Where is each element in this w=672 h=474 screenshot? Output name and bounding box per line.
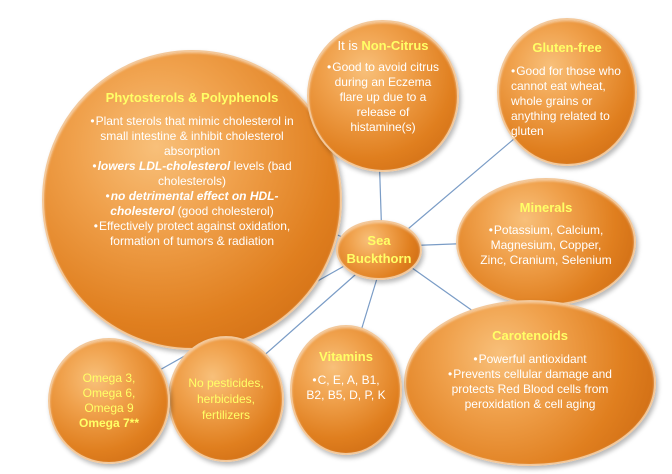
phytosterols-bullet-3: •no detrimental effect on HDL-cholestero… bbox=[105, 189, 279, 218]
non-citrus-bullet: •Good to avoid citrus during an Eczema f… bbox=[327, 60, 439, 134]
carotenoids-bullet-1: •Powerful antioxidant bbox=[473, 352, 587, 366]
non-citrus-list: •Good to avoid citrus during an Eczema f… bbox=[326, 60, 441, 135]
carotenoids-title: Carotenoids bbox=[492, 328, 568, 343]
omega-bubble: Omega 3, Omega 6, Omega 9 Omega 7** bbox=[48, 338, 170, 464]
gluten-free-list: •Good for those who cannot eat wheat, wh… bbox=[511, 64, 623, 139]
no-pesticides-text: No pesticides, herbicides, fertilizers bbox=[188, 376, 264, 422]
gluten-free-title: Gluten-free bbox=[532, 40, 602, 55]
omega-line-1: Omega 3, bbox=[82, 371, 136, 385]
sea-buckthorn-center: Sea Buckthorn bbox=[336, 220, 422, 280]
center-title-line1: Sea bbox=[367, 233, 391, 248]
phytosterols-bullet-2: •lowers LDL-cholesterol levels (bad chol… bbox=[92, 159, 292, 188]
non-citrus-bubble: It is Non-Citrus •Good to avoid citrus d… bbox=[307, 20, 459, 172]
minerals-list: •Potassium, Calcium, Magnesium, Copper, … bbox=[477, 223, 615, 268]
center-title-line2: Buckthorn bbox=[346, 251, 412, 266]
carotenoids-bullet-2: •Prevents cellular damage and protects R… bbox=[448, 367, 612, 411]
omega-line-2: Omega 6, bbox=[82, 386, 136, 400]
vitamins-list: •C, E, A, B1, B2, B5, D, P, K bbox=[306, 373, 386, 403]
phytosterols-bubble: Phytosterols & Polyphenols •Plant sterol… bbox=[42, 50, 342, 350]
phytosterols-title: Phytosterols & Polyphenols bbox=[105, 90, 279, 105]
vitamins-bubble: Vitamins •C, E, A, B1, B2, B5, D, P, K bbox=[290, 325, 402, 455]
carotenoids-bubble: Carotenoids •Powerful antioxidant •Preve… bbox=[404, 300, 656, 466]
omega-line-3: Omega 9 bbox=[84, 401, 134, 415]
phytosterols-bullet-1: •Plant sterols that mimic cholesterol in… bbox=[90, 114, 294, 158]
phytosterols-bullet-4: •Effectively protect against oxidation, … bbox=[93, 219, 291, 248]
vitamins-title: Vitamins bbox=[319, 349, 373, 364]
phytosterols-list: •Plant sterols that mimic cholesterol in… bbox=[87, 114, 297, 249]
gluten-free-bubble: Gluten-free •Good for those who cannot e… bbox=[497, 18, 637, 166]
non-citrus-title: It is Non-Citrus bbox=[337, 38, 429, 53]
minerals-bullet: •Potassium, Calcium, Magnesium, Copper, … bbox=[480, 223, 612, 267]
carotenoids-list: •Powerful antioxidant •Prevents cellular… bbox=[435, 352, 625, 412]
minerals-title: Minerals bbox=[519, 200, 573, 215]
gluten-free-bullet: •Good for those who cannot eat wheat, wh… bbox=[511, 64, 621, 138]
no-pesticides-bubble: No pesticides, herbicides, fertilizers bbox=[168, 336, 284, 462]
vitamins-bullet: •C, E, A, B1, B2, B5, D, P, K bbox=[306, 373, 386, 402]
minerals-bubble: Minerals •Potassium, Calcium, Magnesium,… bbox=[456, 178, 636, 306]
omega-line-bold: Omega 7** bbox=[78, 416, 140, 430]
